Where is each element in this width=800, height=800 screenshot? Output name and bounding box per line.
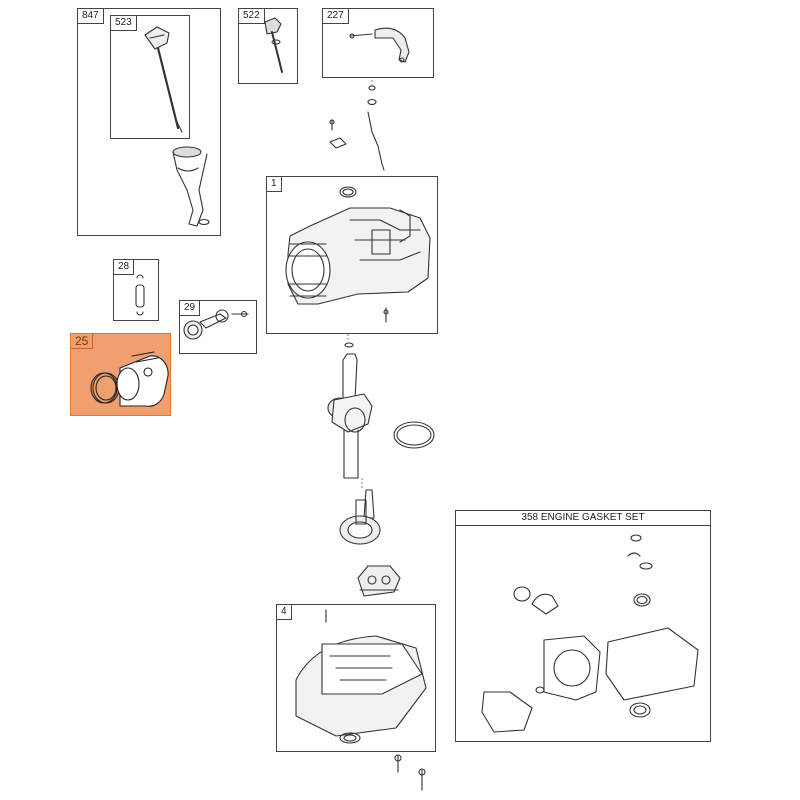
engine-block-illustration <box>285 186 431 323</box>
part-box-227[interactable]: 227 <box>322 8 434 78</box>
part-box-847[interactable]: 847 <box>77 8 221 236</box>
part-label-1: 1 <box>267 177 282 192</box>
part-label-25: 25 <box>71 334 94 349</box>
part-label-522: 522 <box>239 9 265 24</box>
part-box-522[interactable]: 522 <box>238 8 298 84</box>
part-label-227: 227 <box>323 9 349 24</box>
part-box-29[interactable]: 29 <box>179 300 257 354</box>
dipstick-illustration <box>144 26 183 133</box>
gasket-set-title: 358 ENGINE GASKET SET <box>456 511 710 526</box>
bolts-illustration <box>394 754 426 791</box>
governor-assembly-illustration <box>357 565 401 597</box>
governor-small-parts <box>329 85 385 171</box>
part-label-29: 29 <box>180 301 201 316</box>
part-box-28[interactable]: 28 <box>113 259 159 321</box>
part-label-28: 28 <box>114 260 135 275</box>
connector-lines <box>347 80 373 490</box>
part-label-4: 4 <box>277 605 292 620</box>
wrist-pin-illustration <box>135 274 145 316</box>
crankshaft-illustration <box>327 342 435 479</box>
part-label-847: 847 <box>78 9 104 24</box>
part-box-1[interactable]: 1 <box>266 176 438 334</box>
dipstick-tube-illustration <box>172 146 210 227</box>
governor-link-illustration <box>349 27 410 63</box>
connecting-rod-illustration <box>183 309 249 340</box>
dipstick-small-illustration <box>264 17 283 73</box>
part-box-523[interactable]: 523 <box>110 15 190 139</box>
camshaft-gear-illustration <box>339 489 381 545</box>
gasket-set-illustration <box>481 534 699 733</box>
piston-rings-illustration <box>90 351 169 407</box>
part-label-523: 523 <box>111 16 137 31</box>
part-box-gasket-set[interactable]: 358 ENGINE GASKET SET <box>455 510 711 742</box>
oil-sump-illustration <box>295 609 427 744</box>
part-box-4[interactable]: 4 <box>276 604 436 752</box>
